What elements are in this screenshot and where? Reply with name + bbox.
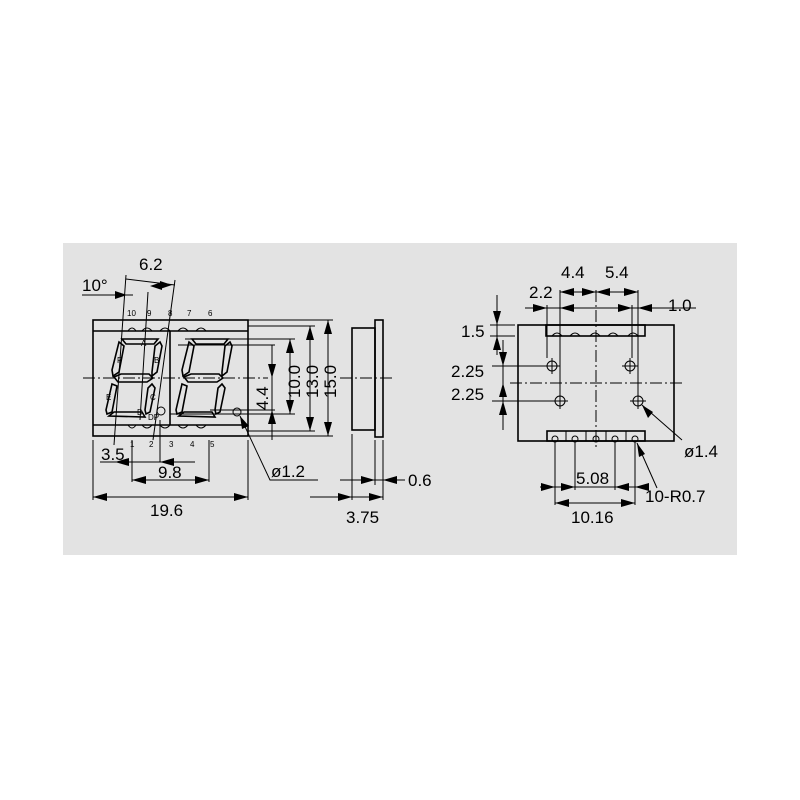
dim-f1: 2.25 — [451, 362, 484, 381]
dim-seg-offset: 4.4 — [253, 386, 272, 410]
dim-window-height: 13.0 — [303, 365, 322, 398]
dim-thickness: 3.75 — [346, 508, 379, 527]
pin-label: 6 — [208, 309, 213, 318]
dim-body-height: 15.0 — [321, 365, 340, 398]
pin-label: 10 — [127, 309, 136, 318]
dim-c: 2.2 — [529, 283, 553, 302]
segment-e-label: E — [106, 393, 111, 402]
dim-radius: 10-R0.7 — [645, 487, 705, 506]
dim-width-total: 19.6 — [150, 501, 183, 520]
dim-span: 10.16 — [571, 508, 614, 527]
dim-hole: ø1.4 — [684, 442, 718, 461]
segment-dp-label: DP — [148, 413, 159, 422]
pin-label: 9 — [147, 309, 152, 318]
dim-pin-span: 9.8 — [158, 463, 182, 482]
dim-e: 1.5 — [461, 322, 485, 341]
dim-digit-pitch: 6.2 — [139, 255, 163, 274]
segment-a-label: A — [141, 339, 147, 348]
dim-slant: 10° — [82, 276, 108, 295]
dim-pitch: 5.08 — [576, 469, 609, 488]
dim-a: 4.4 — [561, 263, 585, 282]
dim-flange: 0.6 — [408, 471, 432, 490]
bottom-view: 4.4 5.4 2.2 1.0 1.5 2.25 2.25 ø1.4 5.08 … — [451, 263, 718, 527]
pin-label: 2 — [149, 440, 154, 449]
dim-digit-height: 10.0 — [285, 365, 304, 398]
dim-d: 1.0 — [668, 296, 692, 315]
dim-f2: 2.25 — [451, 385, 484, 404]
dim-pin-offset: 3.5 — [101, 445, 125, 464]
side-view: 0.6 3.75 — [310, 319, 432, 527]
dim-dp-hole: ø1.2 — [271, 462, 305, 481]
pin-label: 3 — [169, 440, 174, 449]
dim-b: 5.4 — [605, 263, 629, 282]
segment-b-label: B — [154, 356, 159, 365]
segment-c-label: C — [150, 393, 156, 402]
dp-hole-2 — [232, 407, 242, 417]
front-view: A B C D E F DP 10 9 8 7 6 1 2 3 4 5 — [82, 255, 340, 520]
pin-label: 7 — [187, 309, 192, 318]
pin-label: 4 — [190, 440, 195, 449]
pin-label: 5 — [210, 440, 215, 449]
